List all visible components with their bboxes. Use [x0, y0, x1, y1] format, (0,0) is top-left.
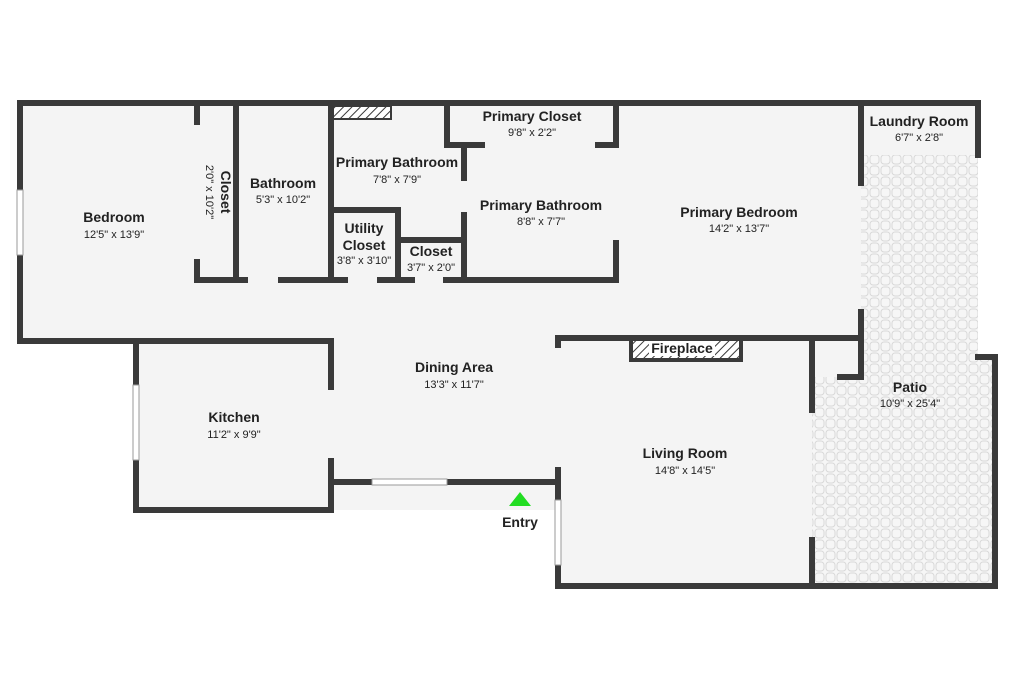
window-bedroom-left — [16, 189, 24, 256]
floor-patio-nook — [812, 338, 861, 377]
dining-area-dim: 13'3" x 11'7" — [424, 379, 484, 391]
kitchen-dim: 11'2" x 9'9" — [207, 429, 260, 441]
bedroom-dim: 12'5" x 13'9" — [84, 229, 144, 241]
hatched-block — [332, 105, 392, 120]
window-kitchen-left — [132, 384, 140, 461]
entry-label: Entry — [502, 514, 538, 530]
primary-bathroom-b-dim: 8'8" x 7'7" — [517, 216, 565, 228]
window-dining-bottom — [371, 478, 448, 486]
primary-closet-name: Primary Closet — [483, 108, 582, 124]
utility-closet-dim: 3'8" x 3'10" — [337, 255, 391, 267]
living-room-name: Living Room — [643, 445, 728, 461]
closet-mid-name: Closet — [410, 243, 453, 259]
dining-area-name: Dining Area — [415, 359, 493, 375]
primary-bedroom-name: Primary Bedroom — [680, 204, 797, 220]
floor-areas — [20, 103, 995, 586]
window-living-left — [554, 499, 562, 566]
primary-bathroom-a-dim: 7'8" x 7'9" — [373, 174, 421, 186]
walls — [17, 100, 998, 589]
kitchen-name: Kitchen — [208, 409, 259, 425]
bathroom-name: Bathroom — [250, 175, 316, 191]
living-room-dim: 14'8" x 14'5" — [655, 465, 715, 477]
closet-small-dim: 2'0" x 10'2" — [203, 165, 215, 219]
floor-living — [558, 338, 812, 586]
utility-closet-name-line2: Closet — [343, 237, 386, 253]
room-labels: Bedroom 12'5" x 13'9" Closet 2'0" x 10'2… — [83, 108, 968, 477]
bathroom-dim: 5'3" x 10'2" — [256, 194, 310, 206]
primary-closet-dim: 9'8" x 2'2" — [508, 127, 556, 139]
floor-primary-bedroom — [616, 103, 861, 338]
fireplace-label: Fireplace — [651, 340, 713, 356]
bedroom-name: Bedroom — [83, 209, 144, 225]
closet-small-label: Closet 2'0" x 10'2" — [203, 165, 234, 219]
patio-dim: 10'9" x 25'4" — [880, 398, 940, 410]
patio-name: Patio — [893, 379, 927, 395]
primary-bathroom-a-name: Primary Bathroom — [336, 154, 458, 170]
fireplace: Fireplace — [629, 337, 743, 362]
floor-patio — [812, 155, 995, 586]
utility-closet-name-line1: Utility — [345, 220, 384, 236]
fireplace-label-bg — [649, 341, 715, 356]
primary-bedroom-dim: 14'2" x 13'7" — [709, 223, 769, 235]
closet-small-name: Closet — [218, 171, 234, 214]
entry: Entry — [502, 492, 538, 530]
laundry-room-name: Laundry Room — [870, 113, 969, 129]
windows — [16, 189, 562, 566]
laundry-room-dim: 6'7" x 2'8" — [895, 132, 943, 144]
primary-bathroom-b-name: Primary Bathroom — [480, 197, 602, 213]
floor-central — [136, 280, 616, 510]
entry-marker-icon — [509, 492, 531, 506]
closet-mid-dim: 3'7" x 2'0" — [407, 262, 455, 274]
floor-laundry — [861, 103, 978, 155]
